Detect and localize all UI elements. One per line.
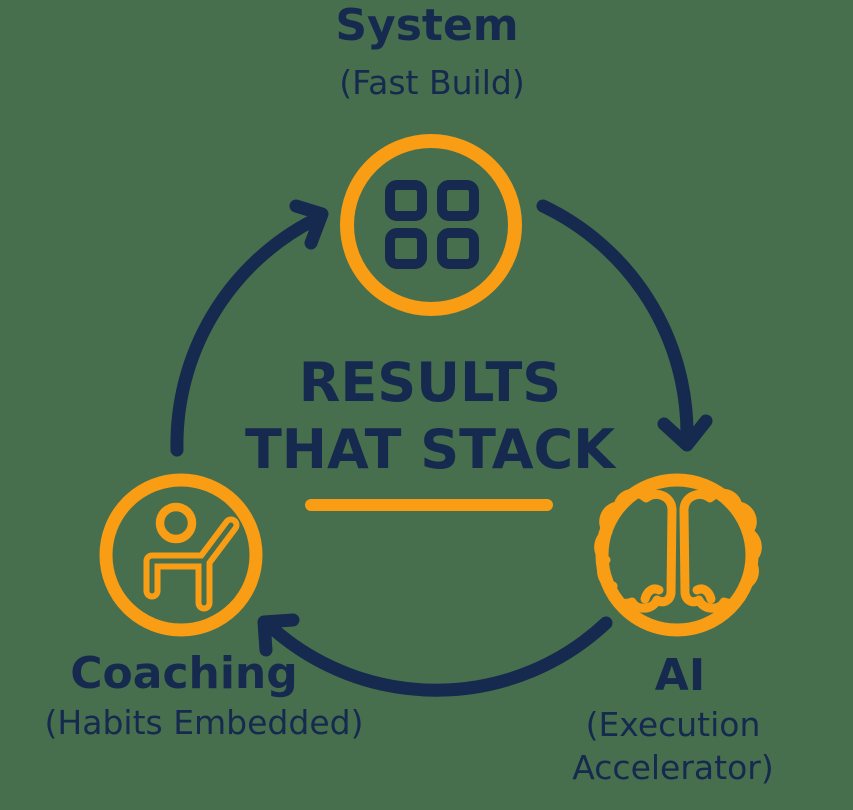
person-icon bbox=[143, 502, 240, 612]
ai-subtitle: (Execution Accelerator) bbox=[572, 704, 773, 790]
system-node-ring bbox=[340, 134, 522, 316]
ai-subtitle-line2: Accelerator) bbox=[572, 747, 774, 787]
coaching-title: Coaching bbox=[70, 648, 298, 699]
ai-subtitle-line1: (Execution bbox=[585, 705, 761, 744]
ai-title: AI bbox=[654, 650, 706, 701]
coaching-node-ring bbox=[99, 473, 263, 637]
coaching-subtitle: (Habits Embedded) bbox=[44, 703, 364, 742]
arrowhead-icon bbox=[289, 199, 329, 250]
system-title: System bbox=[335, 0, 519, 51]
grid-icon bbox=[385, 180, 479, 269]
center-title-line1: RESULTS bbox=[298, 351, 562, 414]
center-title: RESULTS THAT STACK bbox=[245, 350, 615, 484]
arrow-system-to-ai bbox=[536, 199, 713, 452]
arrow-curve bbox=[265, 616, 613, 697]
center-title-line2: THAT STACK bbox=[244, 417, 616, 481]
arrowhead-icon bbox=[257, 613, 300, 657]
brain-icon bbox=[594, 488, 762, 613]
system-subtitle: (Fast Build) bbox=[339, 63, 525, 102]
arrow-coaching-to-system bbox=[170, 199, 329, 457]
title-underline bbox=[305, 499, 553, 511]
arrow-curve bbox=[536, 199, 694, 443]
coaching-node bbox=[99, 473, 263, 637]
ai-node bbox=[594, 473, 762, 637]
system-node bbox=[340, 134, 522, 316]
arrowhead-icon bbox=[657, 414, 713, 452]
arrow-ai-to-coaching bbox=[257, 613, 613, 697]
arrow-curve bbox=[170, 213, 321, 457]
